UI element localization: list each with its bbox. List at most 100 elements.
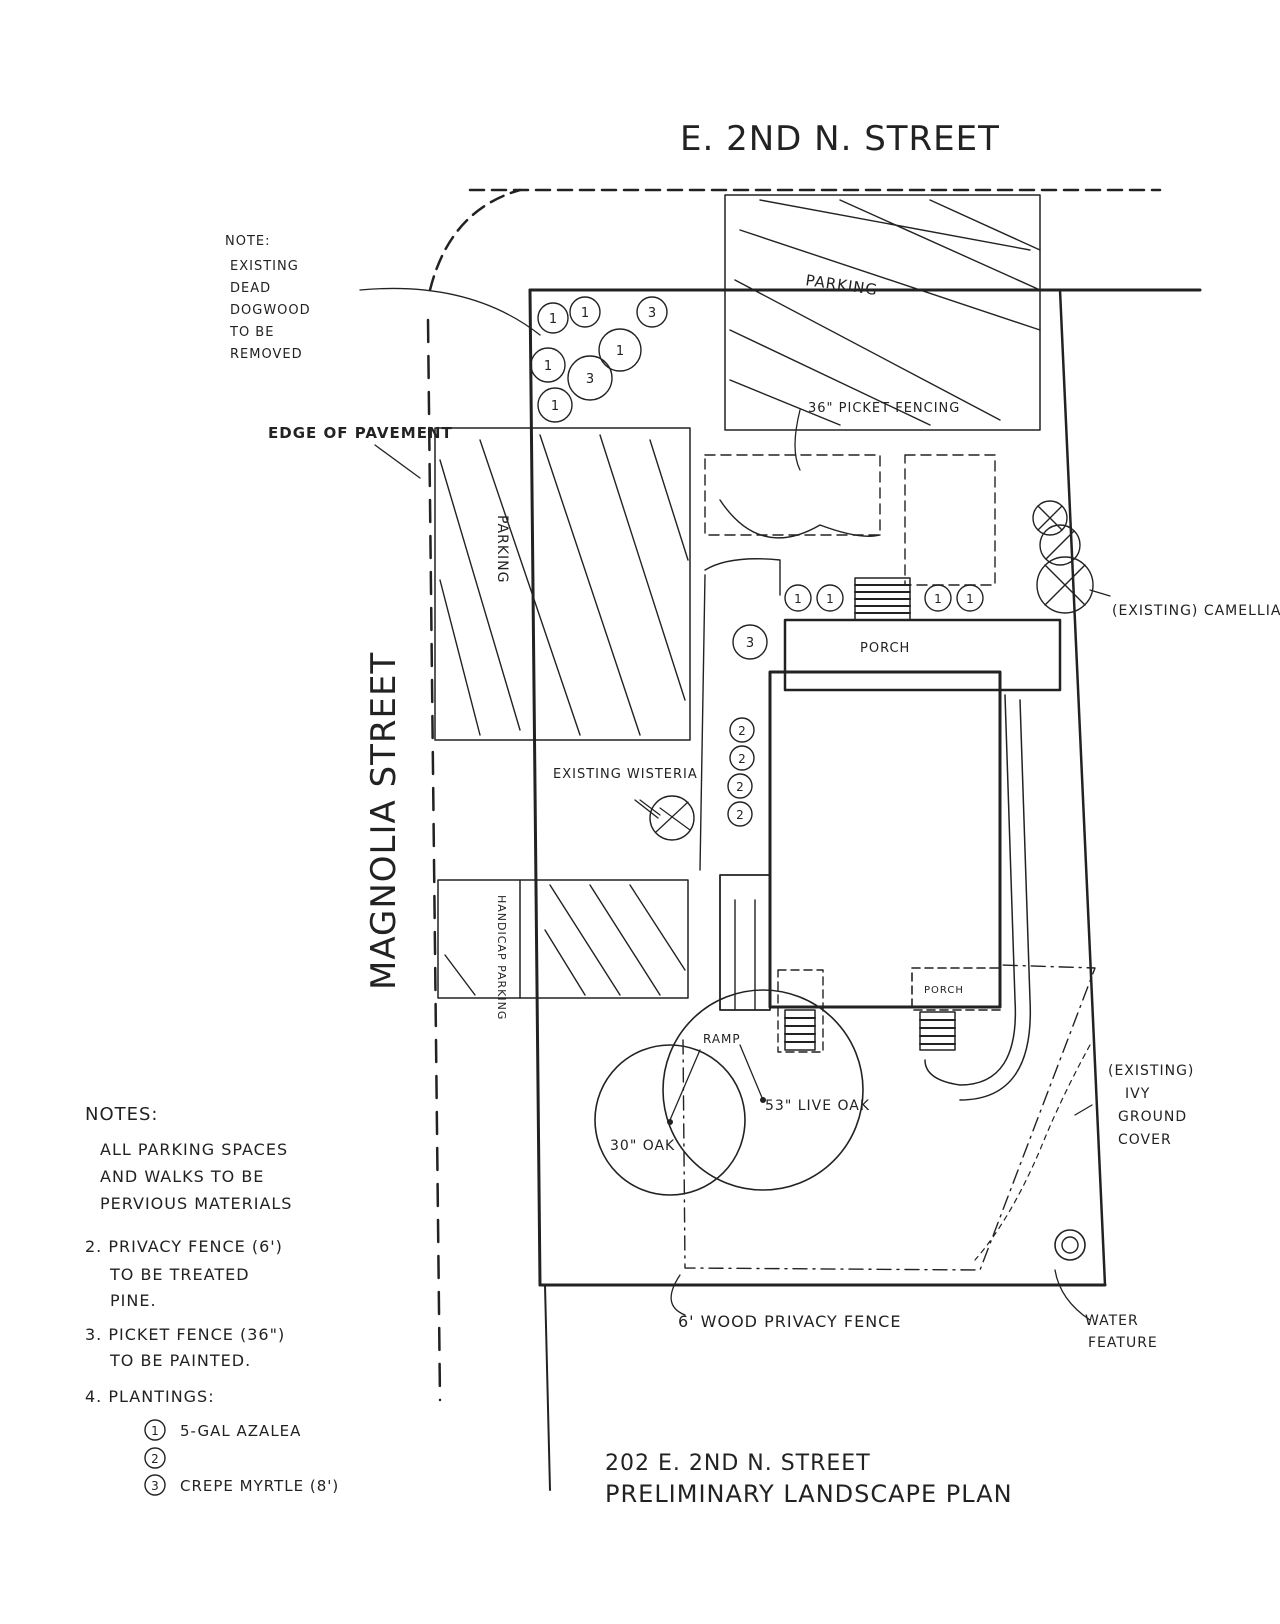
main-porch — [783, 618, 1062, 692]
dogwood-note-line: TO BE — [229, 325, 274, 340]
oak-30-trunk — [667, 1119, 673, 1125]
rear-porch — [911, 967, 1001, 1011]
front-steps-treads — [854, 584, 911, 614]
live-oak-label: 53" LIVE OAK — [765, 1098, 870, 1114]
rear-porch-steps — [919, 1011, 956, 1051]
wisteria-marker — [649, 795, 695, 841]
corner-curve — [428, 188, 522, 292]
edge-of-pavement-label: EDGE OF PAVEMENT — [268, 424, 453, 442]
parking-top-label: PARKING — [804, 271, 879, 299]
east-walk-inner — [959, 699, 1032, 1101]
street-name-north: E. 2ND N. STREET — [680, 119, 1000, 159]
plant-key: 1 — [826, 592, 834, 606]
edge-of-pavement-line — [426, 318, 442, 1402]
dogwood-note-line: DOGWOOD — [230, 303, 311, 318]
dogwood-note-line: EXISTING — [230, 259, 299, 274]
plant-key: 3 — [648, 306, 656, 321]
plant-key: 1 — [794, 592, 802, 606]
plant-key: 1 — [544, 359, 552, 374]
handicap-parking-label: HANDICAP PARKING — [495, 895, 508, 1020]
planting-text: CREPE MYRTLE (8') — [180, 1477, 339, 1495]
ramp-structure — [719, 874, 771, 1011]
water-feature-label-line: WATER — [1085, 1313, 1139, 1329]
lot-line-south-extension — [544, 1284, 551, 1491]
planting-text: 5-GAL AZALEA — [180, 1422, 301, 1440]
plant-key: 3 — [586, 372, 594, 387]
back-steps — [784, 1009, 816, 1051]
note-line: TO BE PAINTED. — [109, 1351, 251, 1370]
plant-key: 2 — [736, 808, 744, 822]
corner-plant-cluster: 1 1 3 1 3 1 1 — [530, 296, 668, 423]
camellia-markers — [1032, 500, 1094, 614]
note-line: 2. PRIVACY FENCE (6') — [85, 1237, 283, 1256]
notes-heading: NOTES: — [85, 1104, 159, 1125]
ramp-label: RAMP — [703, 1032, 741, 1046]
handicap-parking-area — [437, 879, 689, 999]
dogwood-note-line: NOTE: — [225, 234, 271, 249]
porch-rear-label: PORCH — [924, 985, 964, 996]
ivy-label: (EXISTING) IVY GROUND COVER — [1108, 1063, 1194, 1148]
oak-30-canopy — [594, 1044, 746, 1196]
ivy-edge — [974, 1044, 1091, 1261]
water-feature-label-line: FEATURE — [1088, 1335, 1158, 1351]
plant-key: 1 — [551, 399, 559, 414]
privacy-fence-label: 6' WOOD PRIVACY FENCE — [678, 1312, 901, 1331]
property-line-east — [1058, 288, 1107, 1287]
ivy-label-line: GROUND — [1118, 1109, 1187, 1125]
planting-key: 2 — [151, 1452, 159, 1466]
water-feature-inner — [1061, 1236, 1079, 1254]
planting-key: 3 — [151, 1479, 159, 1493]
back-landing — [777, 969, 824, 1053]
back-steps-treads — [784, 1017, 816, 1043]
note-line: 3. PICKET FENCE (36") — [85, 1325, 285, 1344]
front-row-plants: 1 1 1 1 — [784, 584, 984, 612]
plant-key: 1 — [966, 592, 974, 606]
parking-hatch-left — [439, 434, 689, 736]
picket-fencing-label: 36" PICKET FENCING — [808, 401, 960, 416]
dogwood-note: NOTE: EXISTING DEAD DOGWOOD TO BE REMOVE… — [225, 234, 311, 362]
walkway-left-edge — [699, 574, 706, 871]
leader-lines — [359, 287, 1111, 1321]
note-line: TO BE TREATED — [109, 1265, 250, 1284]
walkway-top — [704, 558, 781, 596]
garden-curve — [719, 499, 881, 539]
porch-main-label: PORCH — [860, 641, 910, 656]
east-walk-outer — [924, 694, 1017, 1086]
house-footprint — [768, 670, 1002, 1009]
note-line: PERVIOUS MATERIALS — [100, 1194, 292, 1213]
picket-fence-right — [904, 454, 996, 586]
plant-key: 1 — [549, 312, 557, 327]
plant-key: 1 — [581, 306, 589, 321]
rear-steps-treads — [919, 1019, 956, 1045]
plant-key: 1 — [616, 344, 624, 359]
note-line: PINE. — [110, 1291, 157, 1310]
note-line: AND WALKS TO BE — [100, 1167, 264, 1186]
street-name-west: MAGNOLIA STREET — [364, 652, 404, 990]
side-plants: 3 2 2 2 2 — [727, 624, 768, 827]
plant-key: 2 — [738, 724, 746, 738]
dogwood-note-line: DEAD — [230, 281, 271, 296]
handicap-hatch — [444, 884, 686, 996]
parking-area-left — [434, 427, 691, 741]
plant-key: 2 — [736, 780, 744, 794]
ivy-label-line: IVY — [1125, 1086, 1150, 1102]
live-oak-53-canopy — [662, 989, 864, 1191]
property-line-west — [528, 288, 542, 1287]
plant-key: 3 — [746, 636, 754, 651]
wisteria-label: EXISTING WISTERIA — [553, 767, 698, 782]
oak-label: 30" OAK — [610, 1138, 675, 1154]
plant-key: 1 — [934, 592, 942, 606]
camellia-label: (EXISTING) CAMELLIA — [1112, 603, 1280, 619]
dogwood-note-line: REMOVED — [230, 347, 303, 362]
note-line: ALL PARKING SPACES — [100, 1140, 288, 1159]
title-address: 202 E. 2ND N. STREET — [605, 1451, 871, 1476]
notes-block: NOTES: ALL PARKING SPACES AND WALKS TO B… — [85, 1104, 339, 1496]
ivy-label-line: COVER — [1118, 1132, 1172, 1148]
plant-key: 2 — [738, 752, 746, 766]
ivy-label-line: (EXISTING) — [1108, 1063, 1194, 1079]
parking-area-top — [724, 194, 1041, 431]
parking-hatch-top — [729, 199, 1041, 426]
parking-left-label: PARKING — [494, 515, 510, 583]
note-line: 4. PLANTINGS: — [85, 1387, 215, 1406]
